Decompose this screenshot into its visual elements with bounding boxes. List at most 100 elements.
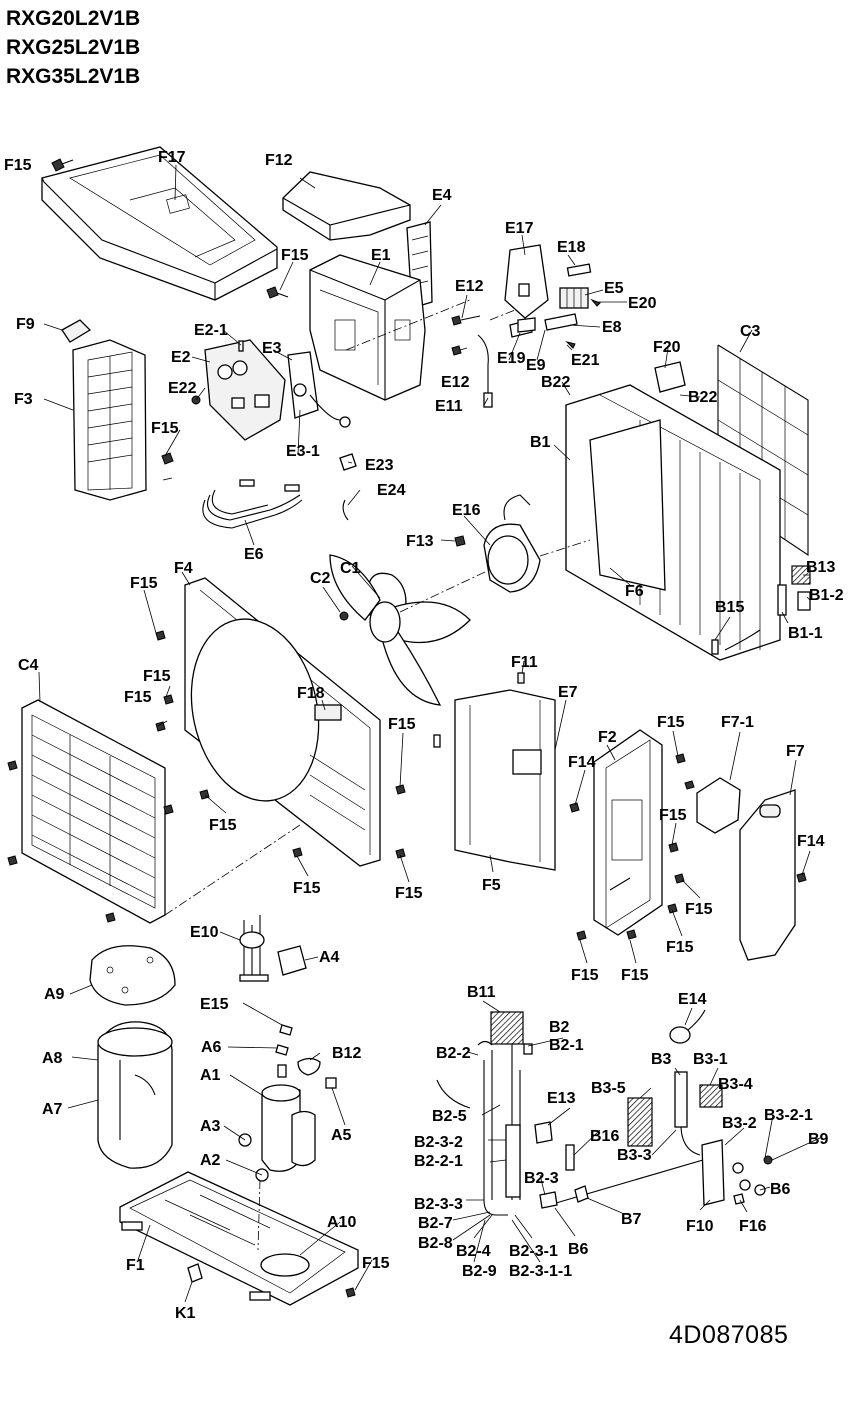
- front-grille: [21, 699, 166, 924]
- label-C3: C3: [740, 323, 761, 340]
- label-F4: F4: [174, 560, 193, 577]
- clip-bracket: [517, 317, 536, 333]
- sound-insulation-blanket: [97, 1021, 173, 1169]
- label-F3: F3: [14, 391, 33, 408]
- compressor: [261, 1064, 316, 1172]
- label-F15: F15: [130, 575, 158, 592]
- label-B1-1: B1-1: [788, 625, 823, 642]
- label-B2-3-1-1: B2-3-1-1: [509, 1263, 572, 1280]
- label-B22: B22: [541, 374, 570, 391]
- label-A4: A4: [319, 949, 340, 966]
- label-A2: A2: [200, 1152, 221, 1169]
- label-F15: F15: [666, 939, 694, 956]
- label-B7: B7: [621, 1211, 642, 1228]
- label-B6: B6: [568, 1241, 589, 1258]
- model-line-3: RXG35L2V1B: [6, 65, 141, 88]
- label-E10: E10: [190, 924, 219, 941]
- label-F12: F12: [265, 152, 293, 169]
- nut-icon: [238, 1024, 293, 1182]
- side-plate: [593, 729, 663, 936]
- terminal-cover: [277, 945, 307, 976]
- screw-icon: [576, 753, 686, 941]
- label-B2: B2: [549, 1019, 570, 1036]
- label-E19: E19: [497, 350, 526, 367]
- leader-lines: [38, 164, 821, 1303]
- label-B2-2-1: B2-2-1: [414, 1153, 463, 1170]
- thermistor-sensor: [339, 453, 357, 521]
- label-E21: E21: [571, 352, 600, 369]
- label-B15: B15: [715, 599, 744, 616]
- label-F15: F15: [659, 807, 687, 824]
- propeller-fan: [329, 554, 471, 706]
- model-line-1: RXG20L2V1B: [6, 7, 141, 30]
- label-C2: C2: [310, 570, 331, 587]
- refrigerant-piping: [436, 1011, 721, 1216]
- label-E18: E18: [557, 239, 586, 256]
- label-B3: B3: [651, 1051, 672, 1068]
- label-F15: F15: [293, 880, 321, 897]
- label-B2-3-3: B2-3-3: [414, 1196, 463, 1213]
- side-grille-panel: [72, 339, 147, 501]
- top-panel: [41, 146, 278, 301]
- label-A9: A9: [44, 986, 65, 1003]
- label-F15: F15: [143, 668, 171, 685]
- coil-accessories: [777, 565, 811, 616]
- label-B12: B12: [332, 1045, 361, 1062]
- label-E6: E6: [244, 546, 264, 563]
- label-F15: F15: [124, 689, 152, 706]
- label-E2-1: E2-1: [194, 322, 228, 339]
- front-panel: [184, 577, 381, 867]
- stop-valve-cover: [684, 777, 741, 834]
- label-F9: F9: [16, 316, 35, 333]
- label-E14: E14: [678, 991, 707, 1008]
- label-F2: F2: [598, 729, 617, 746]
- heat-exchanger-coil: [565, 384, 781, 661]
- service-cover: [739, 789, 796, 961]
- screw-icon: [796, 872, 807, 883]
- label-A5: A5: [331, 1127, 352, 1144]
- label-A7: A7: [42, 1101, 63, 1118]
- label-E3: E3: [262, 340, 282, 357]
- label-F11: F11: [511, 654, 538, 671]
- label-B2-4: B2-4: [456, 1243, 491, 1260]
- label-B2-3-2: B2-3-2: [414, 1134, 463, 1151]
- partition-plate: [433, 672, 556, 871]
- label-E1: E1: [371, 247, 391, 264]
- label-B16: B16: [590, 1128, 619, 1145]
- label-E20: E20: [628, 295, 657, 312]
- screw-icon: [155, 630, 406, 859]
- assembly-centerlines: [162, 299, 591, 1251]
- label-E3-1: E3-1: [286, 443, 320, 460]
- expansion-valve-assembly: [627, 1009, 773, 1206]
- compressor-wiring: [239, 915, 269, 982]
- label-F15: F15: [209, 817, 237, 834]
- terminal-block: [287, 351, 351, 428]
- label-B3-2-1: B3-2-1: [764, 1107, 813, 1124]
- clip-part: [61, 319, 92, 343]
- label-A1: A1: [200, 1067, 221, 1084]
- screw-icon: [266, 286, 289, 299]
- label-E16: E16: [452, 502, 481, 519]
- label-F5: F5: [482, 877, 501, 894]
- label-B1: B1: [530, 434, 551, 451]
- label-F10: F10: [686, 1218, 714, 1235]
- label-F7: F7: [786, 743, 805, 760]
- label-E2: E2: [171, 349, 191, 366]
- label-F15: F15: [388, 716, 416, 733]
- terminal-fitting: [297, 1057, 337, 1089]
- label-B11: B11: [467, 984, 496, 1001]
- label-F15: F15: [571, 967, 599, 984]
- cover-plate: [282, 171, 411, 241]
- label-E13: E13: [547, 1090, 576, 1107]
- screw-icon: [51, 158, 74, 172]
- label-F18: F18: [297, 685, 325, 702]
- label-F15: F15: [657, 714, 685, 731]
- terminal-board-assembly: [504, 244, 601, 349]
- label-F14: F14: [797, 833, 825, 850]
- label-C1: C1: [340, 560, 361, 577]
- label-B2-1: B2-1: [549, 1037, 584, 1054]
- compressor-top-cover: [89, 945, 176, 1006]
- label-E17: E17: [505, 220, 534, 237]
